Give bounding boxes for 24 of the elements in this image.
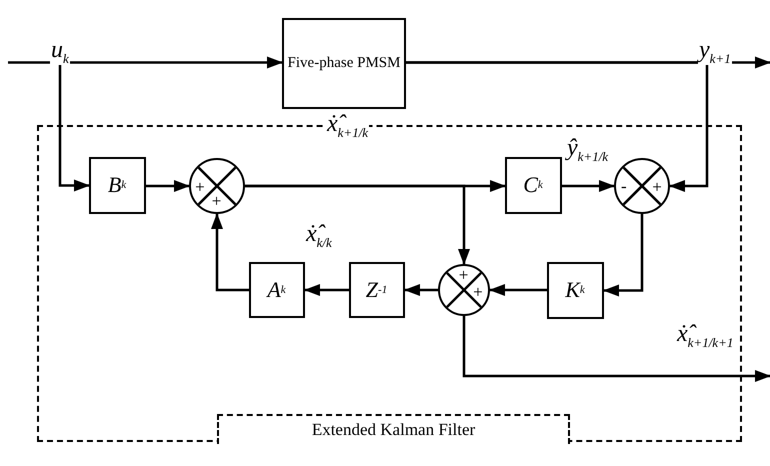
sign-label: - (620, 177, 627, 194)
sign-label: + (212, 192, 222, 210)
signal-arrow (603, 214, 644, 296)
signal-arrow (489, 284, 547, 296)
signal-label: ŷ$_{k+1/k}$ (566, 136, 610, 163)
sign-label: + (195, 178, 205, 196)
signal-arrow (406, 61, 708, 192)
signal-arrow (211, 213, 249, 292)
filter-name-tab: Extended Kalman Filter (217, 414, 570, 444)
signal-arrow (462, 316, 770, 382)
signal-arrow (304, 284, 349, 296)
signal-label: ẋ̂$_{k+1/k+1}$ (676, 322, 734, 349)
sign-label: + (458, 266, 468, 284)
sign-label: + (652, 178, 662, 196)
signal-arrow (146, 180, 190, 192)
signal-label: ẋ̂$_{k+1/k}$ (326, 112, 370, 139)
matrix-block: Z$^{-1}$ (348, 262, 404, 318)
signal-arrow (562, 180, 615, 192)
plant-block: Five-phase PMSM (282, 18, 406, 109)
signal-arrow (245, 184, 470, 265)
signal-arrow (8, 56, 283, 68)
signal-arrow (404, 284, 438, 296)
sign-label: + (473, 283, 483, 300)
signal-label: ẋ̂$_{k/k}$ (305, 222, 333, 249)
